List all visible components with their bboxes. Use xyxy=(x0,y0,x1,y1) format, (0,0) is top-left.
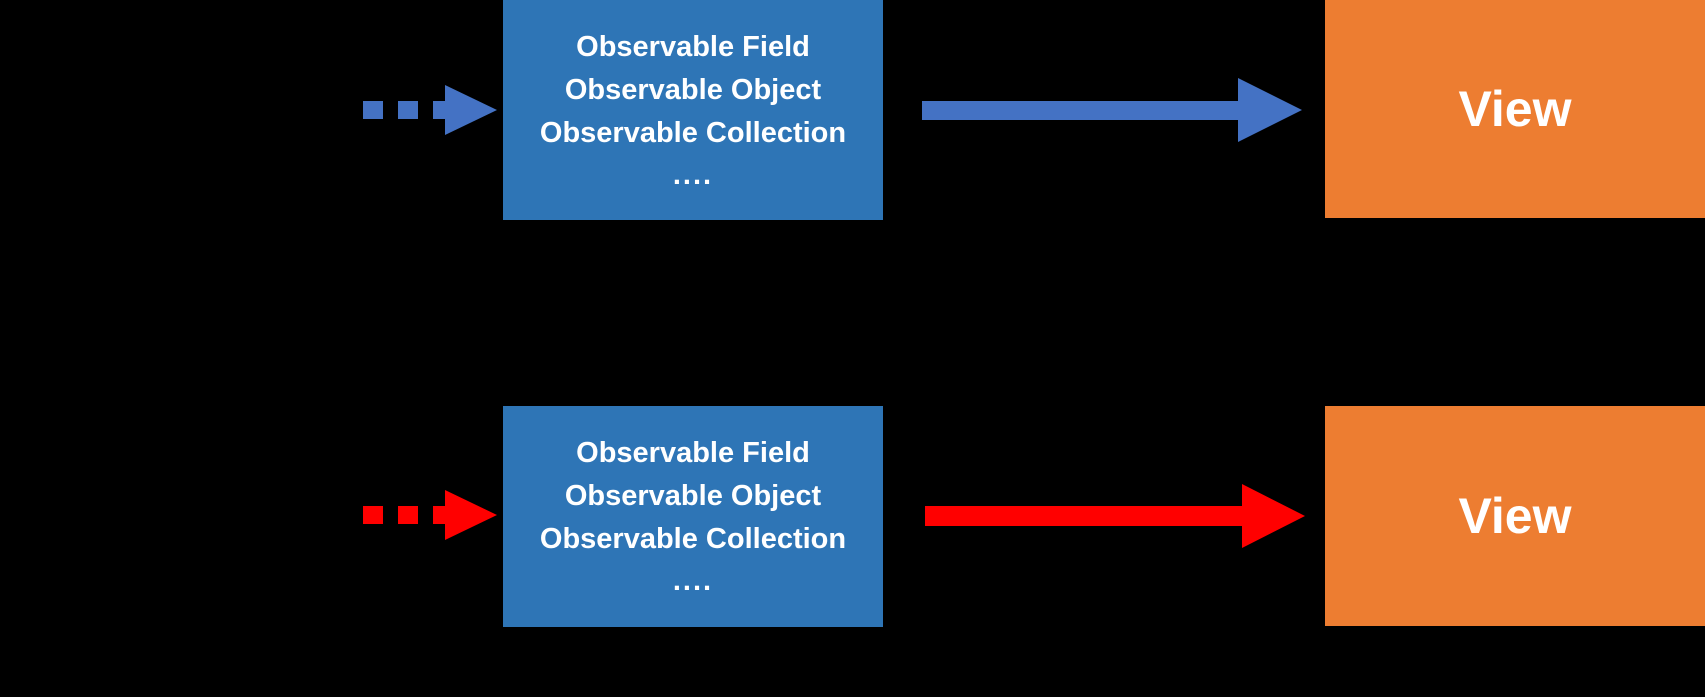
arrow-dash xyxy=(363,101,383,119)
arrow-dash xyxy=(433,101,446,119)
arrowhead-icon xyxy=(1242,484,1305,548)
model-box-bottom: Observable Field Observable Object Obser… xyxy=(503,406,883,627)
arrowhead-icon xyxy=(1238,78,1302,142)
model-box-line: Observable Object xyxy=(564,480,822,512)
arrow-dash xyxy=(433,506,446,524)
model-box-line: Observable Collection xyxy=(539,523,847,555)
model-box-line: Observable Field xyxy=(576,437,810,469)
arrow-dash xyxy=(398,101,418,119)
view-box-bottom: View xyxy=(1325,406,1705,626)
model-box-line: Observable Object xyxy=(564,73,822,106)
view-label: View xyxy=(1458,81,1572,137)
view-box-top: View xyxy=(1325,0,1705,218)
model-box-line: .... xyxy=(672,158,714,191)
arrow-shaft xyxy=(925,506,1242,526)
arrow-dash xyxy=(398,506,418,524)
view-label: View xyxy=(1458,488,1572,544)
model-box-line: .... xyxy=(672,565,714,597)
model-box-top: Observable Field Observable Object Obser… xyxy=(503,0,883,220)
model-box-line: Observable Collection xyxy=(539,116,847,149)
model-box-line: Observable Field xyxy=(576,30,810,63)
arrowhead-icon xyxy=(445,85,497,135)
arrow-dash xyxy=(363,506,383,524)
arrowhead-icon xyxy=(445,490,497,540)
arrow-shaft xyxy=(922,101,1238,120)
